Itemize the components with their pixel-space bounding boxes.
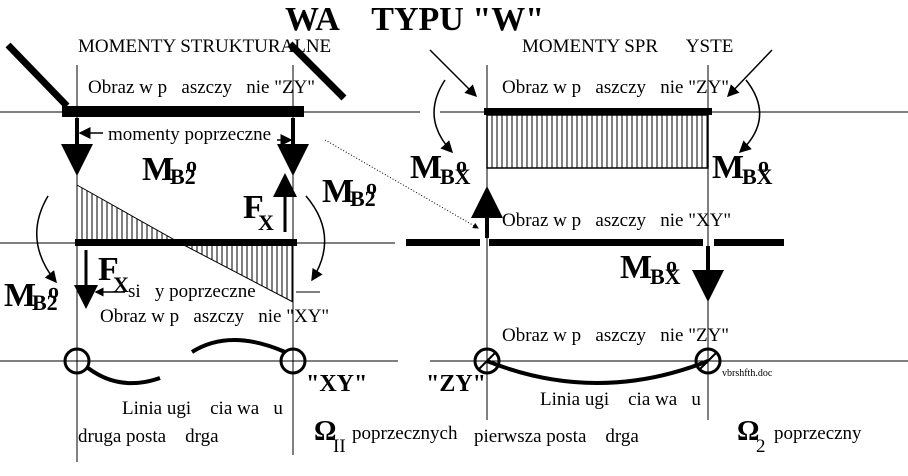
omega-symbol-left: Ω: [314, 416, 336, 447]
left-transverse-word: poprzecznych: [352, 423, 458, 444]
first-mode-label: pierwsza posta drga: [474, 426, 639, 447]
left-deflection-curve-b: [190, 338, 286, 354]
left-deflection-line-label: Linia ugi cia wa u: [122, 398, 283, 419]
moment-bx-subscript-right: BX: [742, 164, 773, 189]
omega-label-left: Ω II: [314, 416, 346, 457]
moment-symbol-right: M: [322, 173, 354, 210]
left-panel: Obraz w p aszczy nie "ZY" momenty poprze…: [0, 41, 458, 462]
subtitle-structural-moments: MOMENTY STRUKTURALNE: [78, 36, 331, 57]
force-label-lower: F X: [98, 251, 129, 297]
right-bearing-b: [694, 347, 722, 375]
left-plane-xy-label: Obraz w p aszczy nie "XY": [100, 306, 329, 327]
moment-bx-label-left: M BX o: [410, 149, 471, 189]
left-deflection-curve-a: [86, 366, 161, 386]
moment-bx-superscript-left: o: [456, 152, 467, 177]
force-symbol-lower: F: [98, 251, 119, 288]
right-shaft-bar-xy-a: [406, 239, 480, 246]
moment-bx-symbol-left: M: [410, 149, 442, 186]
right-curved-arrow-right: [738, 79, 761, 154]
left-transverse-moments-label: momenty poprzeczne: [108, 124, 271, 145]
right-curved-arrow-left: [433, 79, 454, 154]
left-shaft-bar-xy: [75, 239, 297, 246]
second-mode-label: druga posta drga: [78, 426, 219, 447]
force-subscript-upper: X: [258, 210, 274, 235]
right-deflection-line-label: Linia ugi cia wa u: [540, 389, 701, 410]
right-transverse-word: poprzeczny: [774, 423, 862, 444]
page-title: WA TYPU "W": [285, 1, 544, 38]
left-shaft-bar-zy: [62, 106, 304, 117]
moment-label-center: M B2 o: [142, 151, 197, 189]
right-plane-xy-label: Obraz w p aszczy nie "XY": [502, 210, 731, 231]
right-diagonal-arrow-left: [429, 49, 478, 98]
left-diagonal-bar-left: [5, 42, 70, 109]
omega-subscript-right: 2: [756, 436, 766, 457]
file-name-label: vbrshfth.doc: [722, 368, 773, 379]
left-transverse-forces-label: si y poprzeczne: [128, 281, 256, 302]
right-plane-zy-bottom-label: Obraz w p aszczy nie "ZY": [502, 325, 729, 346]
moment-diagram-positive: [76, 184, 182, 244]
right-plane-zy-top-label: Obraz w p aszczy nie "ZY": [502, 77, 729, 98]
moment-superscript-right: o: [366, 174, 377, 199]
left-plane-zy-label: Obraz w p aszczy nie "ZY": [88, 77, 315, 98]
force-subscript-lower: X: [113, 272, 129, 297]
curved-moment-arrow-left: [36, 195, 57, 284]
moment-bx-label-right: M BX o: [712, 149, 773, 189]
moment-bx-symbol-center: M: [620, 249, 652, 286]
force-label-upper: F X: [243, 189, 274, 235]
omega-symbol-right: Ω: [737, 416, 759, 447]
moment-symbol-left: M: [4, 277, 36, 314]
right-shaft-bar-zy: [484, 108, 712, 115]
moment-superscript-left: o: [48, 278, 59, 303]
moment-subscript-left: B2: [32, 290, 58, 315]
right-bearing-a: [473, 347, 501, 375]
plane-label-xy: "XY": [306, 371, 367, 397]
omega-subscript-left: II: [333, 436, 346, 457]
moment-subscript: B2: [170, 164, 196, 189]
moment-label-right: M B2 o: [322, 173, 377, 211]
moment-label-left: M B2 o: [4, 277, 59, 315]
moment-superscript: o: [186, 152, 197, 177]
moment-symbol: M: [142, 151, 174, 188]
force-symbol-upper: F: [243, 189, 264, 226]
moment-bx-subscript-center: BX: [650, 264, 681, 289]
moment-bx-superscript-right: o: [758, 152, 769, 177]
left-diagonal-bar-right: [287, 41, 347, 101]
omega-label-right: Ω 2: [737, 416, 766, 457]
right-moment-diagram: [486, 114, 709, 169]
left-bearing-b: [279, 347, 307, 375]
subtitle-spring-moments: MOMENTY SPR YSTE: [522, 36, 733, 57]
right-diagonal-arrow-right: [726, 49, 773, 98]
right-panel: Obraz w p aszczy nie "ZY" M BX o M BX o …: [406, 49, 908, 457]
right-deflection-curve: [486, 359, 709, 385]
left-bearing-a: [63, 347, 91, 375]
moment-bx-subscript-left: BX: [440, 164, 471, 189]
moment-subscript-right: B2: [350, 186, 376, 211]
moment-bx-label-center: M BX o: [620, 249, 681, 289]
right-shaft-bar-xy-c: [714, 239, 784, 246]
curved-moment-arrow-right: [305, 195, 326, 282]
connector-dotted-arrow: [324, 139, 479, 229]
right-shaft-bar-xy-b: [489, 239, 703, 246]
plane-label-zy: "ZY": [426, 371, 486, 397]
moment-bx-superscript-center: o: [666, 252, 677, 277]
moment-bx-symbol-right: M: [712, 149, 744, 186]
